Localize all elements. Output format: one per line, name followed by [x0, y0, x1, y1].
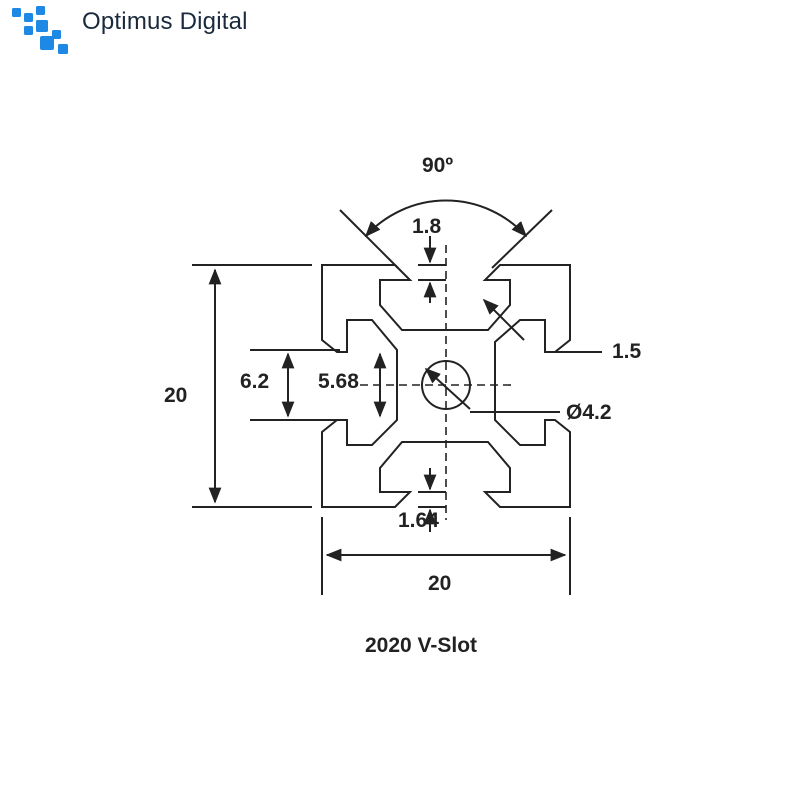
dimension-lines: [192, 199, 602, 595]
slot-top-label: 1.8: [412, 215, 442, 238]
slot-bottom-label: 1.64: [398, 509, 439, 532]
height-label: 20: [164, 384, 187, 407]
diagram-title: 2020 V-Slot: [365, 634, 477, 657]
slot-opening-label: 6.2: [240, 370, 269, 393]
profile-outline-path: [321, 264, 571, 508]
brand-name[interactable]: Optimus Digital: [82, 8, 248, 35]
bore-label: Ø4.2: [566, 401, 612, 424]
width-label: 20: [428, 572, 451, 595]
center-lines: [360, 245, 512, 520]
site-header: Optimus Digital: [0, 0, 800, 60]
angle-label: 90º: [422, 154, 453, 177]
inner-slot-label: 5.68: [318, 370, 359, 393]
wall-label: 1.5: [612, 340, 642, 363]
optimus-digital-logo-icon[interactable]: [12, 4, 74, 56]
